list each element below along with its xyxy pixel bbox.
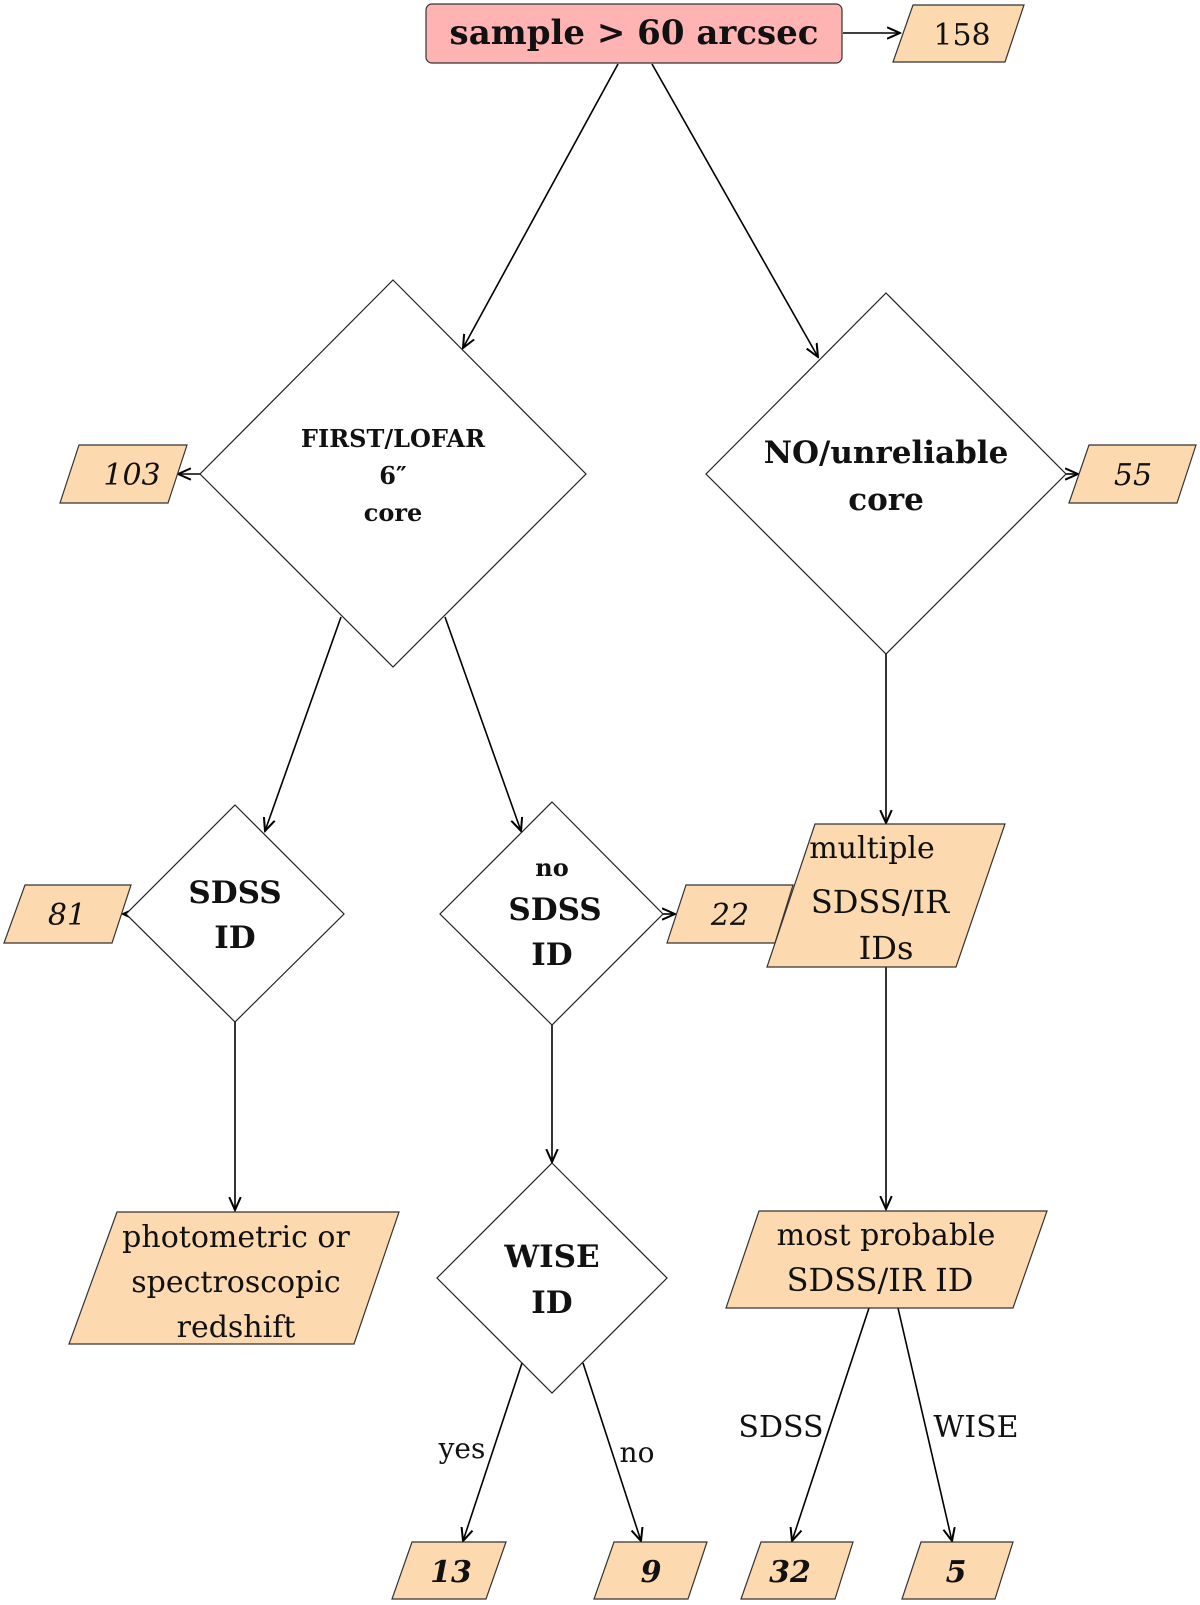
- start-label: sample > 60 arcsec: [450, 13, 819, 53]
- output-22: 22: [666, 884, 794, 944]
- count-5: 5: [946, 1555, 967, 1590]
- output-158: 158: [892, 4, 1025, 63]
- nocore-line-2: core: [848, 482, 924, 518]
- output-32: 32: [740, 1541, 854, 1600]
- edge-start-to-nocore: [651, 63, 818, 357]
- multiple-line-3: IDs: [859, 929, 914, 967]
- edge-core-to-nosdss: [444, 616, 521, 831]
- output-5: 5: [901, 1541, 1014, 1600]
- core-line-2: 6″: [379, 461, 407, 490]
- count-55: 55: [1114, 458, 1152, 493]
- edge-wise-no: [582, 1362, 641, 1541]
- probable-line-1: most probable: [777, 1218, 996, 1253]
- decision-wise: WISE ID: [436, 1162, 668, 1394]
- nosdss-line-1: no: [535, 853, 568, 882]
- edge-label-no: no: [620, 1436, 655, 1469]
- output-103: 103: [59, 444, 188, 504]
- nosdss-line-2: SDSS: [508, 892, 601, 928]
- edges: [123, 33, 1078, 1541]
- nocore-line-1: NO/unreliable: [764, 435, 1009, 471]
- output-9: 9: [593, 1541, 708, 1600]
- output-55: 55: [1068, 444, 1197, 504]
- sdss-line-2: ID: [214, 920, 255, 956]
- edge-core-to-sdss: [265, 616, 342, 831]
- wise-line-1: WISE: [503, 1239, 599, 1275]
- redshift-line-2: spectroscopic: [131, 1265, 340, 1300]
- decision-core: FIRST/LOFAR 6″ core: [199, 279, 587, 668]
- wise-line-2: ID: [531, 1285, 572, 1321]
- count-158: 158: [933, 18, 990, 53]
- output-most-probable: most probable SDSS/IR ID: [725, 1210, 1048, 1309]
- redshift-line-3: redshift: [177, 1310, 296, 1345]
- decision-no-core: NO/unreliable core: [705, 292, 1067, 655]
- output-81: 81: [3, 884, 132, 944]
- edge-label-sdss: SDSS: [738, 1410, 823, 1445]
- edge-probable-wise: [897, 1307, 952, 1541]
- edge-label-wise: WISE: [933, 1410, 1018, 1445]
- edge-wise-yes: [463, 1362, 523, 1541]
- probable-line-2: SDSS/IR ID: [787, 1261, 974, 1299]
- count-81: 81: [48, 898, 86, 933]
- count-32: 32: [769, 1555, 811, 1590]
- core-line-3: core: [364, 498, 423, 527]
- edge-label-yes: yes: [438, 1432, 486, 1465]
- output-13: 13: [391, 1541, 507, 1600]
- count-22: 22: [710, 898, 749, 933]
- start-node: sample > 60 arcsec: [425, 3, 843, 64]
- count-103: 103: [103, 458, 160, 493]
- decision-sdss: SDSS ID: [125, 804, 345, 1023]
- redshift-line-1: photometric or: [122, 1220, 350, 1255]
- output-multiple-ids: multiple SDSS/IR IDs: [766, 823, 1006, 968]
- multiple-line-2: SDSS/IR: [811, 883, 950, 921]
- decision-no-sdss: no SDSS ID: [439, 801, 664, 1026]
- output-redshift: photometric or spectroscopic redshift: [68, 1211, 400, 1345]
- multiple-line-1: multiple: [809, 831, 935, 866]
- edge-probable-sdss: [792, 1307, 870, 1541]
- nosdss-line-3: ID: [531, 937, 572, 973]
- count-9: 9: [641, 1555, 662, 1590]
- edge-start-to-core: [463, 63, 619, 348]
- sdss-line-1: SDSS: [188, 875, 281, 911]
- count-13: 13: [430, 1555, 472, 1590]
- core-line-1: FIRST/LOFAR: [301, 424, 486, 453]
